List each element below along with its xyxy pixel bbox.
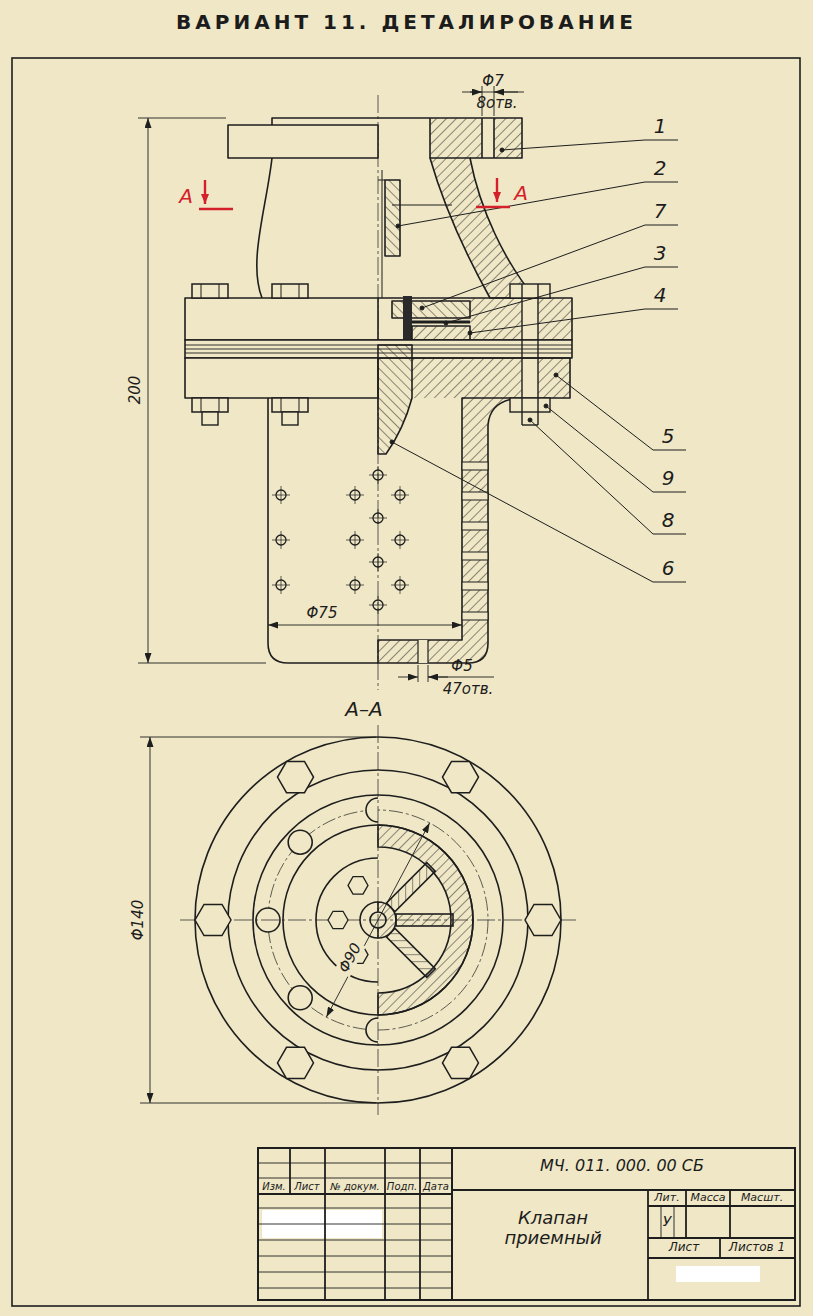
dimension-lines (140, 737, 430, 1103)
title-block-cell: Масса (690, 1192, 725, 1204)
filter-holes (272, 466, 409, 614)
title-block-cell: Масшт. (741, 1192, 783, 1204)
dimension-text: 8отв. (476, 95, 517, 112)
callout-number: 1 (654, 115, 667, 137)
title-block-cell: Дата (423, 1181, 449, 1192)
callout-number: 8 (662, 509, 675, 531)
title-block-cell: Изм. (262, 1181, 286, 1192)
title-block-cell: У (663, 1214, 672, 1229)
section-marker: А (514, 182, 528, 204)
section-label: А–А (345, 698, 382, 720)
section-marker: А (179, 185, 193, 207)
bolts (192, 284, 550, 425)
section-view (180, 725, 578, 1115)
section-arrows (199, 178, 510, 209)
dimension-text: 47отв. (443, 681, 494, 698)
callout-number: 6 (662, 557, 675, 579)
callout-number: 3 (654, 242, 667, 264)
title-block-cell: Лит. (654, 1192, 679, 1204)
dimension-text: 200 (127, 374, 144, 407)
front-view (185, 95, 572, 690)
title-block-cell: Подп. (387, 1181, 417, 1192)
title-block (258, 1148, 795, 1300)
dimension-text: Φ140 (130, 898, 147, 942)
callout-number: 4 (654, 284, 667, 306)
callout-number: 5 (662, 425, 675, 447)
nuts (195, 762, 561, 1079)
title-block-cell: Лист (294, 1181, 319, 1192)
title-block-cell: Листов 1 (729, 1241, 785, 1254)
sheet-frame (12, 58, 800, 1306)
callout-number: 2 (654, 157, 667, 179)
dimension-text: Φ7 (482, 73, 503, 90)
dimension-lines (138, 86, 524, 682)
sheet-title: ВАРИАНТ 11. ДЕТАЛИРОВАНИЕ (0, 10, 813, 34)
callout-number: 7 (654, 200, 667, 222)
dimension-text: Φ75 (307, 605, 338, 622)
callout-number: 9 (662, 467, 675, 489)
dimension-text: Φ5 (451, 658, 472, 675)
leader-lines (390, 140, 686, 582)
product-name: Клапан приемный (488, 1208, 618, 1248)
title-block-cell: Лист (669, 1241, 699, 1254)
drawing-code: МЧ. 011. 000. 00 СБ (540, 1157, 704, 1175)
title-block-cell: № докум. (330, 1181, 379, 1192)
